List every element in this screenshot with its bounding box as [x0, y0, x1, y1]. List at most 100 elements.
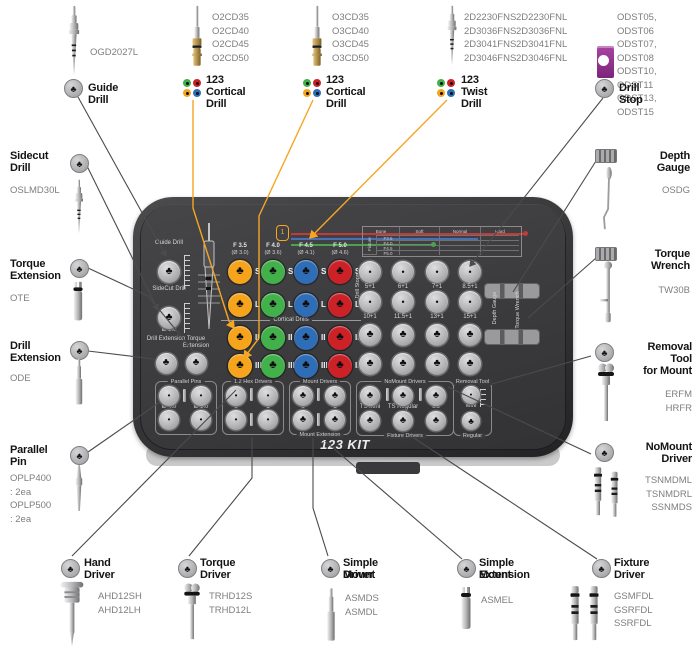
nomount-label-1: NoMount	[645, 441, 692, 453]
drill-ext-code: ODE	[10, 373, 31, 384]
depth-gauge-image	[598, 163, 620, 233]
tray-grid-label: 6+1	[397, 284, 409, 290]
simple-mount-driver-codes: ASMDS ASMDL	[345, 593, 379, 618]
tray-hole: ♣	[261, 326, 285, 350]
cortical-drill-2-image	[186, 5, 208, 73]
tray-grid-label: II	[255, 333, 260, 342]
cortical-drill-2-label: Cortical Drill	[206, 86, 246, 110]
tray-sidecut-label: SideCut Drill	[152, 286, 186, 292]
cortical-drill-2-codes: O2CD35 O2CD40 O2CD45 O2CD50	[212, 12, 249, 64]
tray-hole: ♣	[325, 410, 345, 430]
tray-column-header: F 5.0(Ø 4.6)	[331, 243, 349, 256]
sidecut-slot-icon: ♣	[70, 154, 89, 173]
tray-hole: •	[159, 386, 179, 406]
tray-hole: ♣	[359, 353, 381, 375]
depth-line-endpoint	[431, 242, 436, 247]
simple-mount-ext-label-1: Simple Mount	[479, 557, 514, 581]
removal-tool-label-3: for Mount	[643, 365, 692, 377]
tray-grid-label: S	[321, 267, 327, 276]
color-dots-icon	[437, 79, 456, 98]
tray-hole: ♣	[294, 293, 318, 317]
guide-drill-label: Guide Drill	[88, 82, 119, 106]
tray-hole: ♣	[393, 386, 413, 406]
tray-grid-label: II	[288, 333, 293, 342]
tray-hole: ♣	[261, 293, 285, 317]
tray-hole: •	[392, 261, 414, 283]
tray-hole: ♣	[261, 354, 285, 378]
tray-hole: ♣	[328, 326, 352, 350]
drill-stop-label: Drill Stop	[619, 82, 643, 106]
tray-column-header: F 3.5(Ø 3.0)	[231, 243, 249, 256]
tray-hole: ♣	[293, 386, 313, 406]
removal-ruler-ticks	[480, 389, 486, 407]
simple-mount-driver-label-1: Simple Mount	[343, 557, 378, 581]
tray-hole: ♣	[392, 324, 414, 346]
tray-hole: •	[258, 410, 278, 430]
tray-hole: •	[226, 386, 246, 406]
tray-grid-label: 5+1	[364, 284, 376, 290]
nomount-ts-regular: TS Regular	[387, 404, 419, 410]
tray-ruler-ticks	[184, 255, 190, 289]
driver-glyph	[250, 388, 253, 401]
tray-hole: ♣	[294, 326, 318, 350]
tray-hole: ♣	[462, 412, 480, 430]
tray-grid-label: II	[321, 333, 326, 342]
torque-ext-label-1: Torque	[10, 258, 46, 270]
tray-hole: •	[426, 261, 448, 283]
fixture-driver-label-2: Driver	[614, 569, 645, 581]
tray-grid-label: II	[355, 333, 360, 342]
drill-stop-codes: ODST05, ODST06 ODST07, ODST08 ODST10, OD…	[617, 12, 657, 118]
depth-gauge-label-1: Depth	[659, 150, 690, 162]
color-dots-icon	[183, 79, 202, 98]
mount-driver-l: L	[333, 404, 337, 410]
torque-driver-label-1: Torque	[200, 557, 236, 569]
nomount-driver-image	[590, 460, 606, 524]
torque-extension-image	[66, 280, 90, 324]
tray-hole: •	[462, 386, 480, 404]
sidecut-label-1: Sidecut	[10, 150, 49, 162]
cortical-drills-divider: Cortical Drills	[221, 317, 361, 324]
fixture-driver-image	[566, 582, 584, 646]
tray-hole: ♣	[328, 293, 352, 317]
tray-hole: ♣	[293, 410, 313, 430]
bone-table-row-group: Fixture	[363, 235, 376, 255]
cortical-drill-2-label-123: 123	[206, 74, 224, 86]
tray-base-foot	[356, 462, 420, 474]
torque-wrench-slot	[485, 330, 539, 344]
depth-gauge-label-2: Gauge	[656, 162, 690, 174]
cortical-drill-3-codes: O3CD35 O3CD40 O3CD45 O3CD50	[332, 12, 369, 64]
tray-surface: Guide Drill SideCut Drill Ø 3.0 Drill Ex…	[133, 197, 573, 457]
tray-hole: ♣	[426, 411, 446, 431]
hand-driver-image	[60, 581, 84, 647]
tray-hole: ♣	[459, 324, 481, 346]
tray-hole: ♣	[426, 324, 448, 346]
sidecut-label-2: Drill	[10, 162, 31, 174]
tray-hole: •	[459, 261, 481, 283]
tray-hole: ♣	[228, 326, 252, 350]
removal-tool-codes: ERFM HRFR	[665, 389, 692, 414]
cortical-drill-3-label-123: 123	[326, 74, 344, 86]
tray-hole: •	[191, 386, 211, 406]
twist-drill-image	[442, 5, 462, 67]
section-mount-drivers: Mount Drivers Mount Extension	[289, 378, 351, 438]
tray-hole: ♣	[185, 352, 207, 374]
hand-driver-label-1: Hand	[84, 557, 111, 569]
torque-driver-label-2: Driver	[200, 569, 231, 581]
tray-hole: ♣	[158, 261, 180, 283]
torque-wrench-slot-label: Torque Wrench	[515, 291, 521, 329]
simple-mount-extension-image	[454, 583, 478, 635]
tray-hole: •	[159, 410, 179, 430]
tray-hole: ♣	[228, 293, 252, 317]
parallel-pin-label-1: Parallel	[10, 444, 48, 456]
twist-drill-codes-left: 2D2230FNS 2D3036FNS 2D3041FNS 2D3046FNS	[464, 12, 517, 64]
fixture-driver-image	[585, 582, 603, 646]
nomount-driver-image	[607, 466, 622, 524]
tray-hole: ♣	[392, 353, 414, 375]
torque-ext-code: OTE	[10, 293, 30, 304]
tray-hole: •	[226, 410, 246, 430]
depth-line-blue	[291, 238, 478, 240]
tray-grid-label: III	[255, 361, 262, 370]
hand-driver-label-2: Driver	[84, 569, 115, 581]
tray-grid-label: 7+1	[431, 284, 443, 290]
